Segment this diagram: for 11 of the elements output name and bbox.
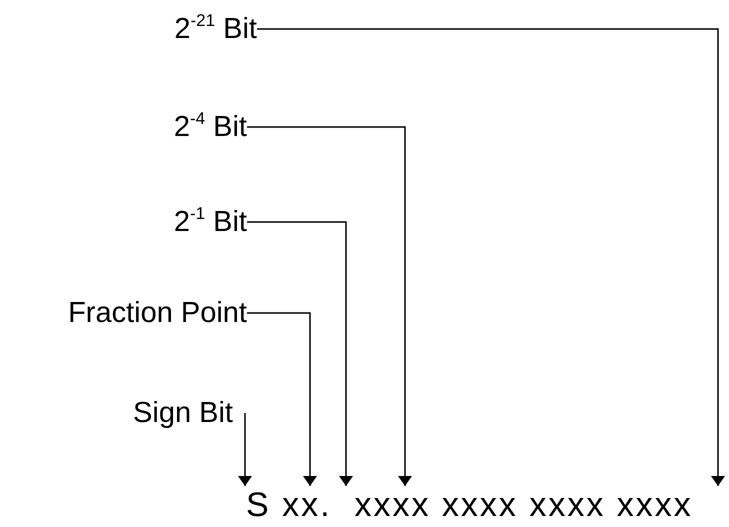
leader-arrow (247, 221, 353, 486)
callout-label: 2$^{-21}$ Bit (174, 12, 257, 46)
leader-arrow (247, 126, 412, 486)
bit-format-text: S xx. xxxx xxxx xxxx xxxx (246, 486, 693, 524)
callout-label: 2$^{-4}$ Bit (174, 110, 247, 144)
leader-arrow (238, 413, 252, 486)
callout-label: Sign Bit (133, 396, 245, 430)
leader-arrow (247, 312, 317, 486)
callout-label: 2$^{-1}$ Bit (174, 205, 247, 239)
leader-arrow (257, 28, 725, 486)
callout-label: Fraction Point (68, 296, 247, 330)
